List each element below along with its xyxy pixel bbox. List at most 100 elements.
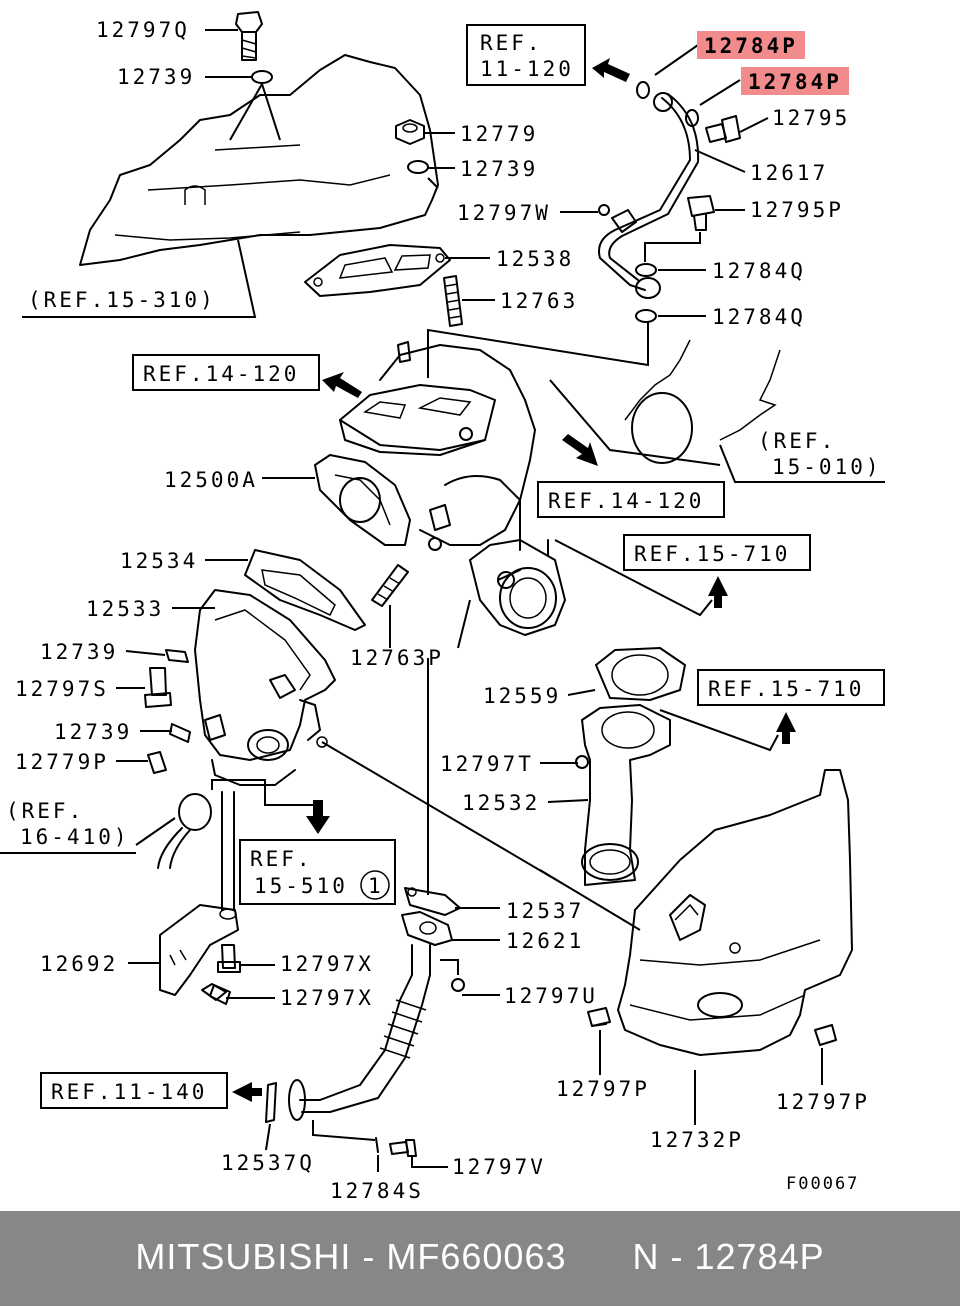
- elbow-12533: [194, 589, 336, 786]
- bolt-12795P: [687, 195, 715, 231]
- ref-box-11-120[interactable]: REF. 11-120: [466, 24, 586, 86]
- ref-15-010-line2: 15-010): [772, 455, 882, 479]
- gasket-12537: [404, 887, 461, 916]
- label-12797X-b[interactable]: 12797X: [280, 986, 374, 1010]
- washer-12739-d: [169, 723, 191, 743]
- ref-box-15-710-b[interactable]: REF.15-710: [697, 669, 885, 706]
- label-12739-a[interactable]: 12739: [117, 65, 195, 89]
- ref-16-410[interactable]: (REF. 16-410): [6, 799, 130, 849]
- lower-heat-shield-12732P: [617, 769, 853, 1056]
- arrow-to-ref-15-710-a: [708, 576, 728, 608]
- bolt-12797P-b: [814, 1024, 837, 1046]
- ref-11-140-text: REF.11-140: [51, 1080, 207, 1104]
- footer-bar: [0, 1211, 960, 1306]
- ref-arrows: [232, 58, 796, 1102]
- arrow-to-ref-15-710-b: [776, 712, 796, 744]
- label-12797S[interactable]: 12797S: [15, 677, 109, 701]
- label-12692[interactable]: 12692: [40, 952, 118, 976]
- nut-12779P: [147, 751, 167, 774]
- washer-12784S: [375, 1137, 379, 1153]
- washer-12739-a: [251, 70, 273, 84]
- ref-15-710-b-text: REF.15-710: [708, 677, 864, 701]
- label-12532[interactable]: 12532: [462, 791, 540, 815]
- label-12797X-a[interactable]: 12797X: [280, 952, 374, 976]
- bolt-12797X-b: [201, 983, 231, 1005]
- label-12784P-a[interactable]: 12784P: [704, 34, 798, 58]
- part-labels: 12797Q 12739 12779 12739 12797W 12538 12…: [15, 18, 870, 1203]
- label-12617[interactable]: 12617: [750, 161, 828, 185]
- label-12784S[interactable]: 12784S: [330, 1179, 424, 1203]
- label-12779P[interactable]: 12779P: [15, 750, 109, 774]
- label-12533[interactable]: 12533: [86, 597, 164, 621]
- ref-15-310[interactable]: (REF.15-310): [28, 288, 216, 312]
- pipe-12532: [581, 704, 671, 886]
- stud-12763: [443, 275, 463, 327]
- arrow-to-ref-14-120-b: [562, 434, 598, 466]
- label-12739-d[interactable]: 12739: [54, 720, 132, 744]
- oring-12784P-b: [685, 109, 699, 127]
- label-12797Q[interactable]: 12797Q: [96, 18, 190, 42]
- upper-heat-shield: [79, 54, 439, 266]
- ref-box-11-140[interactable]: REF.11-140: [40, 1072, 228, 1109]
- ref-box-14-120-a[interactable]: REF.14-120: [132, 354, 320, 391]
- leader-lines: [0, 29, 885, 1172]
- label-12784Q-a[interactable]: 12784Q: [712, 259, 806, 283]
- label-12797P-a[interactable]: 12797P: [556, 1077, 650, 1101]
- ref-11-120-line2: 11-120: [480, 57, 574, 81]
- bolt-12795: [705, 115, 741, 143]
- label-12763[interactable]: 12763: [500, 289, 578, 313]
- ref-15-510-circle-number: 1: [368, 874, 384, 898]
- label-12797P-b[interactable]: 12797P: [776, 1090, 870, 1114]
- turbocharger-12500A: [314, 341, 566, 636]
- label-12784Q-b[interactable]: 12784Q: [712, 305, 806, 329]
- ref-15-510-line1: REF.: [250, 847, 313, 871]
- label-12795P[interactable]: 12795P: [750, 198, 844, 222]
- ref-16-410-line1: (REF.: [6, 799, 84, 823]
- label-12559[interactable]: 12559: [483, 684, 561, 708]
- bolt-12797Q: [235, 11, 263, 61]
- ref-16-410-line2: 16-410): [20, 825, 130, 849]
- label-12779[interactable]: 12779: [460, 122, 538, 146]
- label-12500A[interactable]: 12500A: [164, 468, 258, 492]
- label-12739-c[interactable]: 12739: [40, 640, 118, 664]
- label-12797T[interactable]: 12797T: [440, 752, 534, 776]
- washer-12739-b: [407, 160, 429, 174]
- stud-12763P: [371, 564, 409, 607]
- ref-15-710-a-text: REF.15-710: [634, 542, 790, 566]
- label-12797U[interactable]: 12797U: [504, 984, 598, 1008]
- label-12739-b[interactable]: 12739: [460, 157, 538, 181]
- highlight-12784P-a: [697, 31, 805, 59]
- label-12538[interactable]: 12538: [496, 247, 574, 271]
- gasket-12559: [595, 647, 686, 701]
- label-12784P-b[interactable]: 12784P: [748, 70, 842, 94]
- o2-sensor: [157, 793, 212, 869]
- label-12763P[interactable]: 12763P: [350, 646, 444, 670]
- bolt-12797S: [144, 667, 172, 708]
- oil-pipe-12617: [598, 92, 700, 299]
- arrow-to-ref-14-120-a: [322, 372, 362, 398]
- ref-15-010-line1: (REF.: [758, 429, 836, 453]
- ref-box-14-120-b[interactable]: REF.14-120: [537, 481, 725, 518]
- ref-box-15-510[interactable]: REF. 15-510 1: [239, 839, 396, 905]
- bolt-12797U: [451, 978, 465, 992]
- label-12795[interactable]: 12795: [772, 106, 850, 130]
- gasket-12538: [304, 244, 451, 297]
- label-12537Q[interactable]: 12537Q: [221, 1151, 315, 1175]
- label-12537[interactable]: 12537: [506, 899, 584, 923]
- label-12534[interactable]: 12534: [120, 549, 198, 573]
- washer-12784Q-b: [635, 309, 657, 323]
- ref-box-15-710-a[interactable]: REF.15-710: [623, 534, 811, 571]
- ref-14-120-a-text: REF.14-120: [143, 362, 299, 386]
- label-12797W[interactable]: 12797W: [457, 201, 551, 225]
- ref-15-010[interactable]: (REF. 15-010): [758, 429, 882, 479]
- label-12732P[interactable]: 12732P: [650, 1128, 744, 1152]
- oring-12784P-a: [636, 81, 650, 99]
- ref-14-120-b-text: REF.14-120: [548, 489, 704, 513]
- label-12797V[interactable]: 12797V: [452, 1155, 546, 1179]
- bolt-12797P-a: [587, 1007, 611, 1027]
- ref-11-120-line1: REF.: [480, 31, 543, 55]
- ref-15-510-line2: 15-510: [254, 874, 348, 898]
- arrow-to-ref-15-510: [306, 800, 330, 834]
- label-12621[interactable]: 12621: [506, 929, 584, 953]
